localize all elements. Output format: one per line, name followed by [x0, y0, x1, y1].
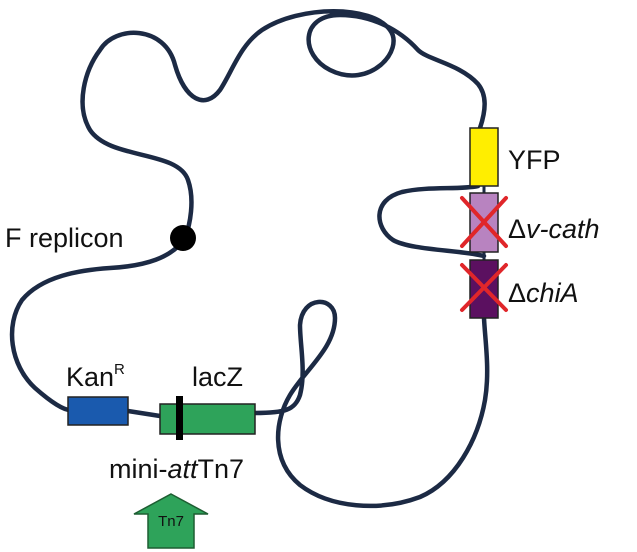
f-replicon-dot: [170, 225, 196, 251]
delta-symbol: Δ: [508, 278, 526, 308]
mini-suffix: Tn7: [198, 454, 245, 484]
lacz-gene-box: [159, 403, 256, 435]
v-cath-name: v-cath: [526, 214, 600, 244]
tn7-up-arrow-icon: [133, 493, 209, 549]
tn7-arrow-label: Tn7: [158, 513, 184, 530]
v-cath-deletion-cross-icon: [460, 196, 508, 248]
chi-a-label: ΔchiA: [508, 278, 579, 308]
mini-att-tn7-label: mini-attTn7: [109, 454, 244, 484]
chi-a-name: chiA: [526, 278, 579, 308]
chromosome-loop: [9, 9, 490, 509]
mini-att: att: [168, 454, 200, 484]
kan-superscript: R: [114, 361, 125, 378]
delta-symbol: Δ: [508, 214, 526, 244]
kan-text: Kan: [66, 362, 114, 392]
v-cath-label: Δv-cath: [508, 214, 600, 244]
mini-prefix: mini-: [109, 454, 168, 484]
f-replicon-label: F replicon: [5, 223, 124, 253]
yfp-gene-box: [469, 127, 499, 187]
kan-r-gene-box: [67, 396, 129, 426]
chi-a-deletion-cross-icon: [460, 263, 508, 312]
kan-r-label: KanR: [66, 361, 125, 392]
yfp-label: YFP: [508, 145, 561, 175]
lacz-label: lacZ: [192, 362, 243, 392]
att-tn7-site-mark: [176, 396, 183, 440]
